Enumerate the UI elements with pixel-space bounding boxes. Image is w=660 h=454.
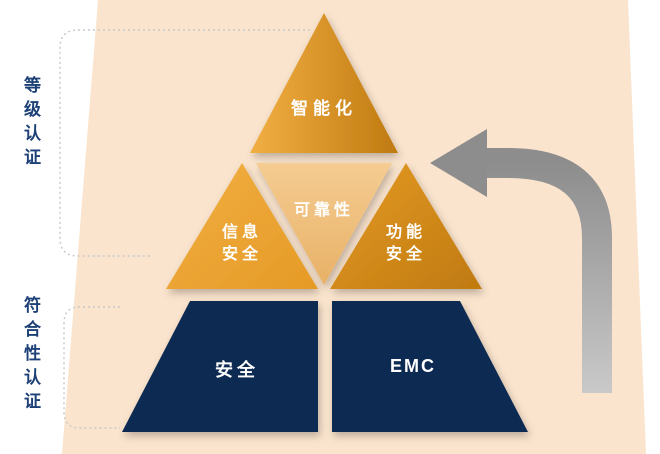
- triangle-information-security: [166, 163, 318, 289]
- trapezoid-emc: [332, 301, 528, 432]
- side-label-grade-certification: 等级认证: [21, 76, 40, 172]
- triangle-intelligence: [250, 13, 398, 153]
- dotted-bracket-compliance-certification: [63, 306, 120, 429]
- trapezoid-safety: [122, 301, 318, 432]
- curved-arrow: [430, 129, 612, 393]
- side-label-compliance-certification: 符合性认证: [21, 296, 40, 416]
- triangle-functional-safety: [330, 163, 482, 289]
- pyramid-shapes: [122, 13, 528, 432]
- triangle-reliability: [256, 163, 392, 285]
- curved-arrow-body: [484, 148, 612, 393]
- dotted-bracket-grade-certification: [59, 29, 310, 257]
- curved-arrow-head: [430, 129, 487, 197]
